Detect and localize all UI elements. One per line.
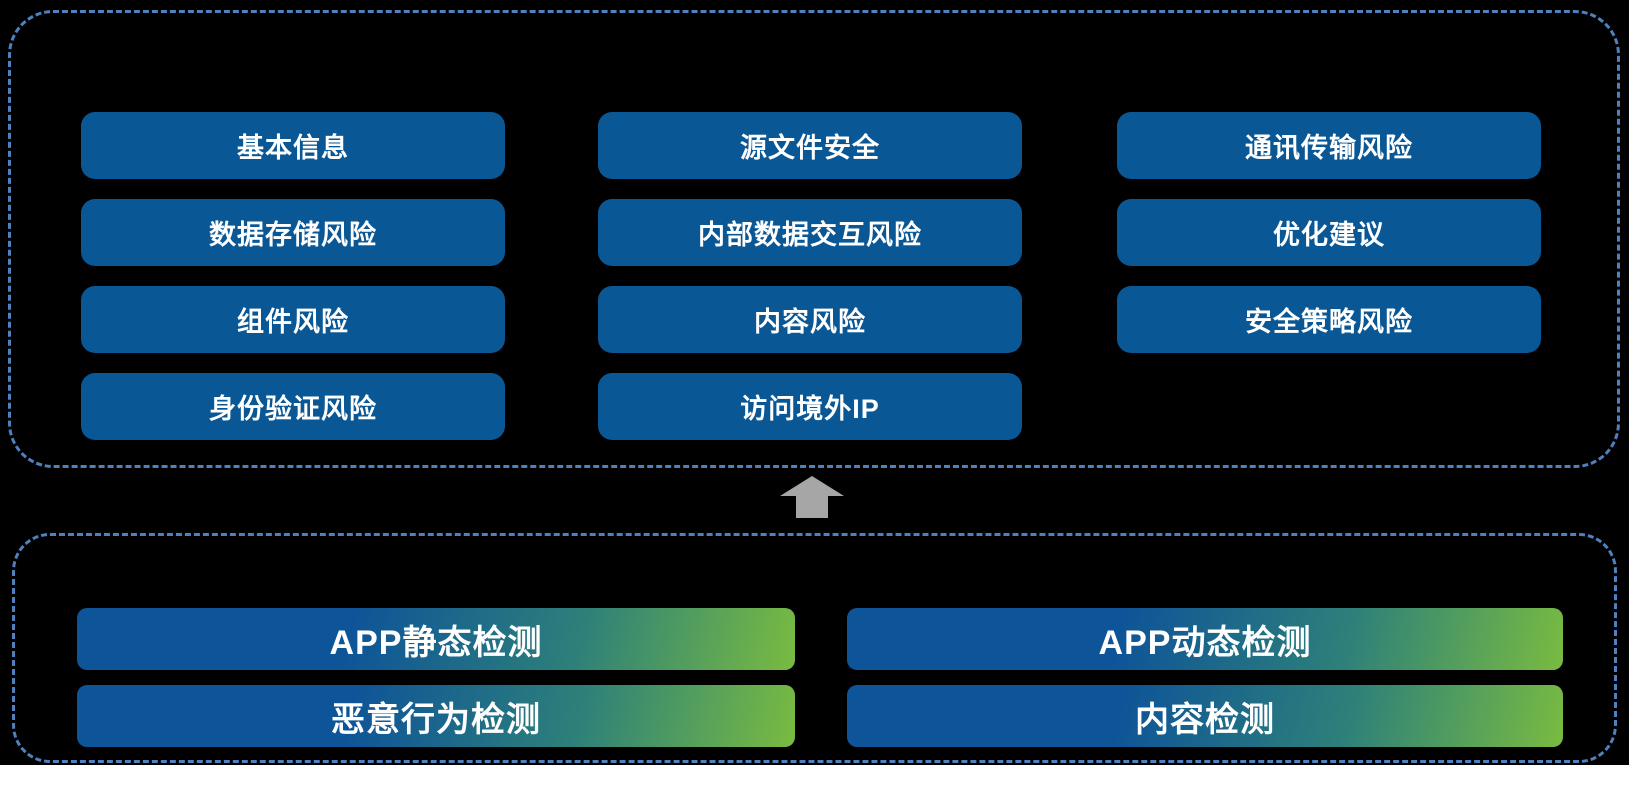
item-app-static-detection: APP静态检测 xyxy=(77,608,795,670)
top-panel: 基本信息 数据存储风险 组件风险 身份验证风险 源文件安全 内部数据交互风险 内… xyxy=(8,10,1620,468)
item-app-dynamic-detection: APP动态检测 xyxy=(847,608,1563,670)
item-content-risk: 内容风险 xyxy=(598,286,1022,353)
up-arrow-stem xyxy=(796,496,828,518)
item-security-policy-risk: 安全策略风险 xyxy=(1117,286,1541,353)
up-arrow-icon xyxy=(780,476,844,518)
item-optimization-suggestions: 优化建议 xyxy=(1117,199,1541,266)
item-component-risk: 组件风险 xyxy=(81,286,505,353)
item-identity-verification-risk: 身份验证风险 xyxy=(81,373,505,440)
top-column-3: 通讯传输风险 优化建议 安全策略风险 xyxy=(1117,112,1541,353)
bottom-column-2: APP动态检测 内容检测 xyxy=(847,608,1563,747)
top-column-1: 基本信息 数据存储风险 组件风险 身份验证风险 xyxy=(81,112,505,440)
item-data-storage-risk: 数据存储风险 xyxy=(81,199,505,266)
item-content-detection: 内容检测 xyxy=(847,685,1563,747)
bottom-column-1: APP静态检测 恶意行为检测 xyxy=(77,608,795,747)
item-basic-info: 基本信息 xyxy=(81,112,505,179)
item-overseas-ip-access: 访问境外IP xyxy=(598,373,1022,440)
up-arrow-head xyxy=(780,476,844,496)
item-source-file-security: 源文件安全 xyxy=(598,112,1022,179)
item-internal-data-interaction-risk: 内部数据交互风险 xyxy=(598,199,1022,266)
item-communication-transmission-risk: 通讯传输风险 xyxy=(1117,112,1541,179)
bottom-panel: APP静态检测 恶意行为检测 APP动态检测 内容检测 xyxy=(12,533,1617,763)
item-malicious-behavior-detection: 恶意行为检测 xyxy=(77,685,795,747)
top-column-2: 源文件安全 内部数据交互风险 内容风险 访问境外IP xyxy=(598,112,1022,440)
